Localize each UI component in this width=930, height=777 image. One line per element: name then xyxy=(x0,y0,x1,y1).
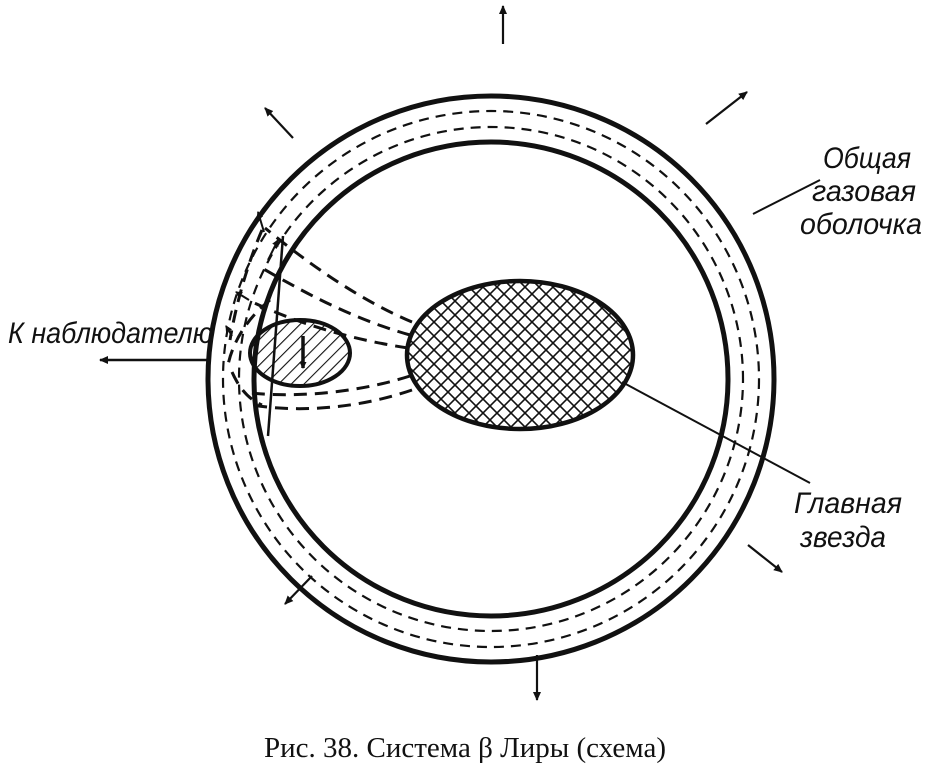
main-star-leader xyxy=(621,381,811,484)
main-star-label-line1: Главная xyxy=(794,487,902,520)
gas-stream xyxy=(226,226,413,411)
main-star-label-line2: звезда xyxy=(799,521,886,554)
gas-envelope xyxy=(205,93,777,665)
envelope-label-line1: Общая xyxy=(823,142,911,175)
observer-label: К наблюдателю xyxy=(8,317,213,350)
companion-star xyxy=(248,318,352,388)
envelope-label-line2: газовая xyxy=(812,175,916,208)
expansion-arrows xyxy=(264,5,783,701)
gas-stream-arrows xyxy=(225,211,279,337)
envelope-label-line3: оболочка xyxy=(800,208,922,241)
main-star xyxy=(404,278,636,432)
figure-caption: Рис. 38. Система β Лиры (схема) xyxy=(264,732,666,764)
envelope-leader xyxy=(752,179,821,215)
